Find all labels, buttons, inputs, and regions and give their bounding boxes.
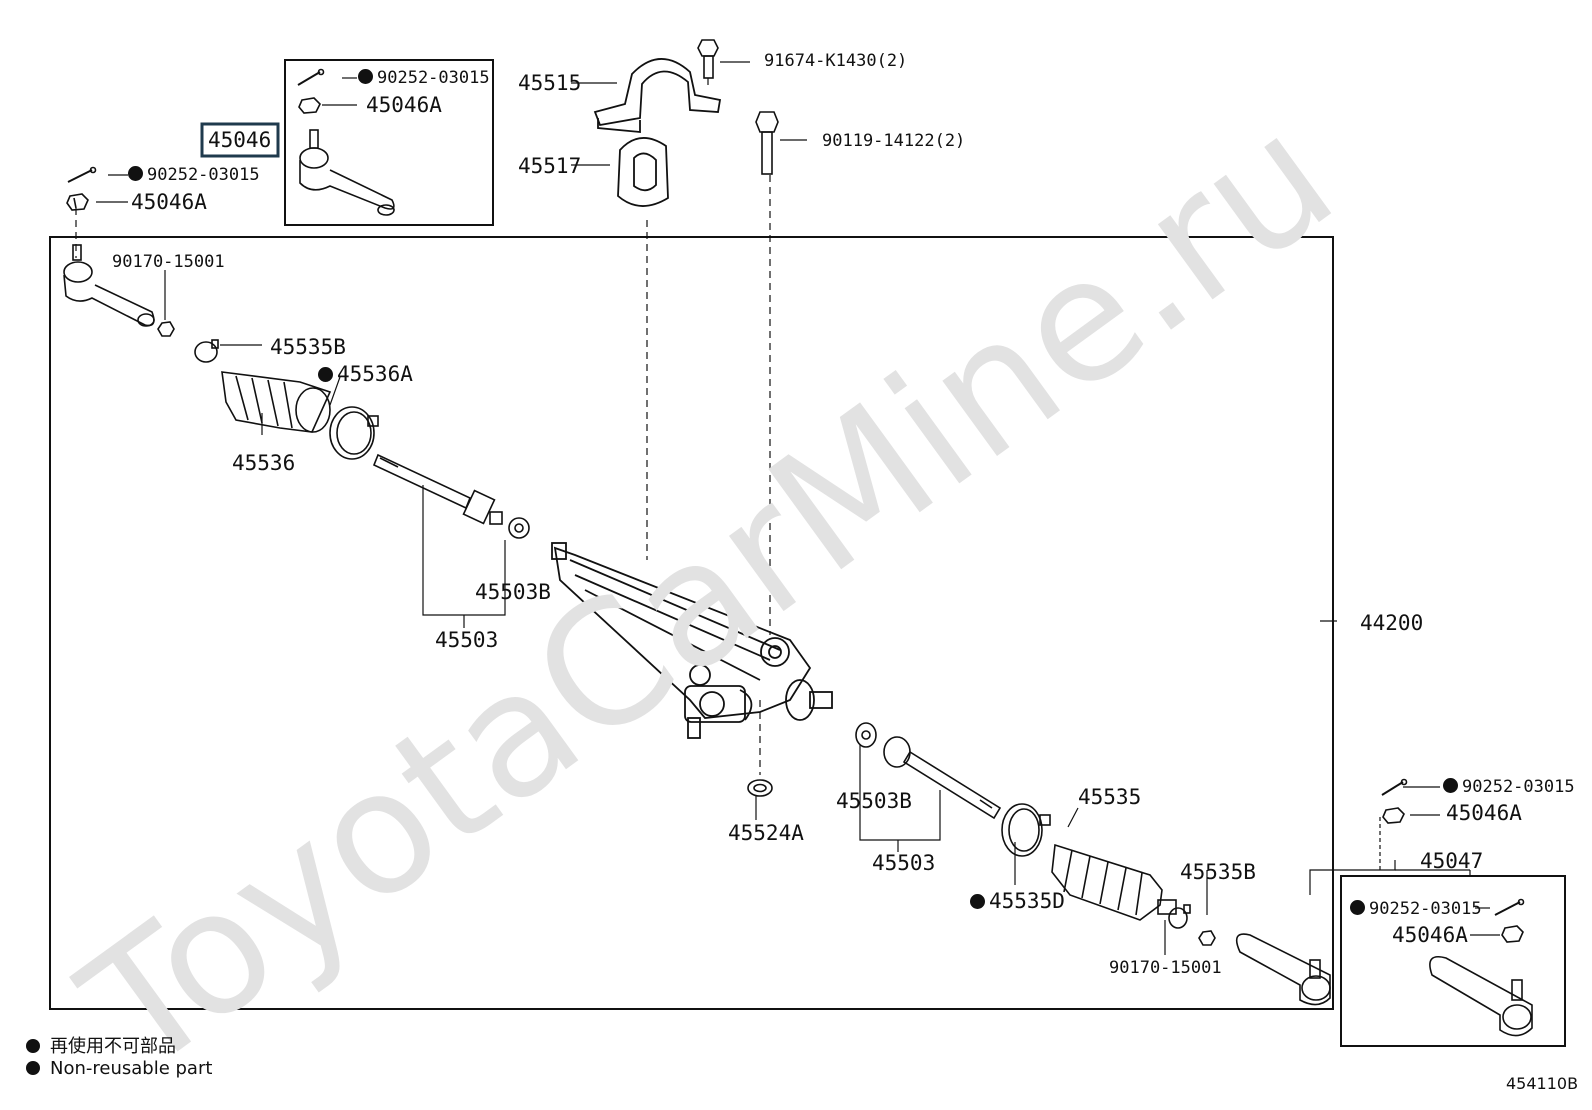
clamp-45535b-rh	[1168, 904, 1191, 929]
washer-45503b-rh	[855, 722, 877, 748]
label-91674[interactable]: 91674-K1430(2)	[764, 51, 908, 71]
label-45517[interactable]: 45517	[518, 154, 582, 178]
label-45046[interactable]: 45046	[208, 128, 272, 152]
tie-rod-end-45046	[299, 129, 395, 216]
tie-rod-lh	[372, 453, 503, 525]
cotter-pin-box-rh	[1494, 898, 1525, 916]
label-45046a-lh-box[interactable]: 45046A	[366, 93, 442, 117]
cotter-pin-lh	[67, 166, 97, 183]
label-45515[interactable]: 45515	[518, 71, 582, 95]
non-reusable-dot-icon	[1443, 778, 1458, 793]
tie-rod-rh	[883, 736, 1002, 820]
label-45503-rh[interactable]: 45503	[872, 851, 936, 875]
label-45503b-rh[interactable]: 45503B	[836, 789, 912, 813]
label-90252-lh-box[interactable]: 90252-03015	[358, 69, 490, 87]
rack-housing	[551, 542, 833, 739]
washer-45524a	[747, 779, 773, 797]
label-45536a[interactable]: 45536A	[318, 364, 413, 385]
band-45536a	[329, 406, 379, 460]
non-reusable-dot-icon	[318, 367, 333, 382]
nut-90170-lh	[157, 321, 175, 337]
cotter-pin-box-lh	[297, 68, 325, 86]
label-45046a-rh-outer[interactable]: 45046A	[1446, 801, 1522, 825]
label-45046a-rh-box[interactable]: 45046A	[1392, 923, 1468, 947]
tie-rod-end-45047	[1429, 956, 1533, 1037]
steering-assembly-frame	[49, 236, 1334, 1010]
nut-90170-rh	[1198, 930, 1216, 946]
leader-lines	[96, 61, 1500, 955]
bolt-90119	[755, 111, 779, 175]
label-45536[interactable]: 45536	[232, 451, 296, 475]
clamp-45535b-lh	[194, 339, 219, 363]
boot-lh	[221, 371, 332, 433]
label-45524a[interactable]: 45524A	[728, 821, 804, 845]
band-45535d	[1001, 803, 1051, 857]
label-90252-rh-box[interactable]: 90252-03015	[1350, 900, 1482, 918]
bushing-45517	[617, 137, 669, 207]
boot-rh	[1051, 843, 1177, 921]
tie-rod-end-lh-box	[284, 59, 494, 226]
label-44200[interactable]: 44200	[1360, 611, 1424, 635]
label-45503-lh[interactable]: 45503	[435, 628, 499, 652]
castle-nut-box-lh	[298, 97, 321, 114]
bracket-45515	[593, 58, 722, 133]
castle-nut-lh	[66, 193, 89, 211]
non-reusable-dot-icon	[1350, 900, 1365, 915]
castle-nut-box-rh	[1501, 925, 1524, 943]
washer-45503b-lh	[508, 517, 530, 539]
label-45503b-lh[interactable]: 45503B	[475, 580, 551, 604]
tie-rod-end-rh	[1235, 933, 1331, 1006]
non-reusable-dot-icon	[128, 166, 143, 181]
diagram-code: 454110B	[1506, 1074, 1579, 1093]
legend-jp: 再使用不可部品	[26, 1032, 176, 1058]
label-45535[interactable]: 45535	[1078, 785, 1142, 809]
non-reusable-dot-icon	[26, 1039, 40, 1053]
label-90252-rh-outer[interactable]: 90252-03015	[1443, 778, 1575, 796]
castle-nut-rh	[1382, 807, 1405, 824]
label-45535b-lh[interactable]: 45535B	[270, 335, 346, 359]
non-reusable-dot-icon	[26, 1061, 40, 1075]
legend-en: Non-reusable part	[26, 1058, 212, 1079]
label-90119[interactable]: 90119-14122(2)	[822, 131, 966, 151]
part-45046-highlight	[200, 122, 280, 158]
tie-rod-end-rh-box	[1340, 875, 1566, 1047]
label-45047[interactable]: 45047	[1420, 849, 1484, 873]
label-90252-lh-outer[interactable]: 90252-03015	[128, 166, 260, 184]
label-45535d[interactable]: 45535D	[970, 891, 1065, 912]
non-reusable-dot-icon	[970, 894, 985, 909]
non-reusable-dot-icon	[358, 69, 373, 84]
cotter-pin-rh	[1381, 778, 1408, 796]
label-90170-rh[interactable]: 90170-15001	[1109, 958, 1222, 978]
label-45535b-rh[interactable]: 45535B	[1180, 860, 1256, 884]
bolt-91674	[697, 39, 719, 79]
label-90170-lh[interactable]: 90170-15001	[112, 252, 225, 272]
label-45046a-lh-outer[interactable]: 45046A	[131, 190, 207, 214]
tie-rod-end-lh	[63, 244, 155, 327]
